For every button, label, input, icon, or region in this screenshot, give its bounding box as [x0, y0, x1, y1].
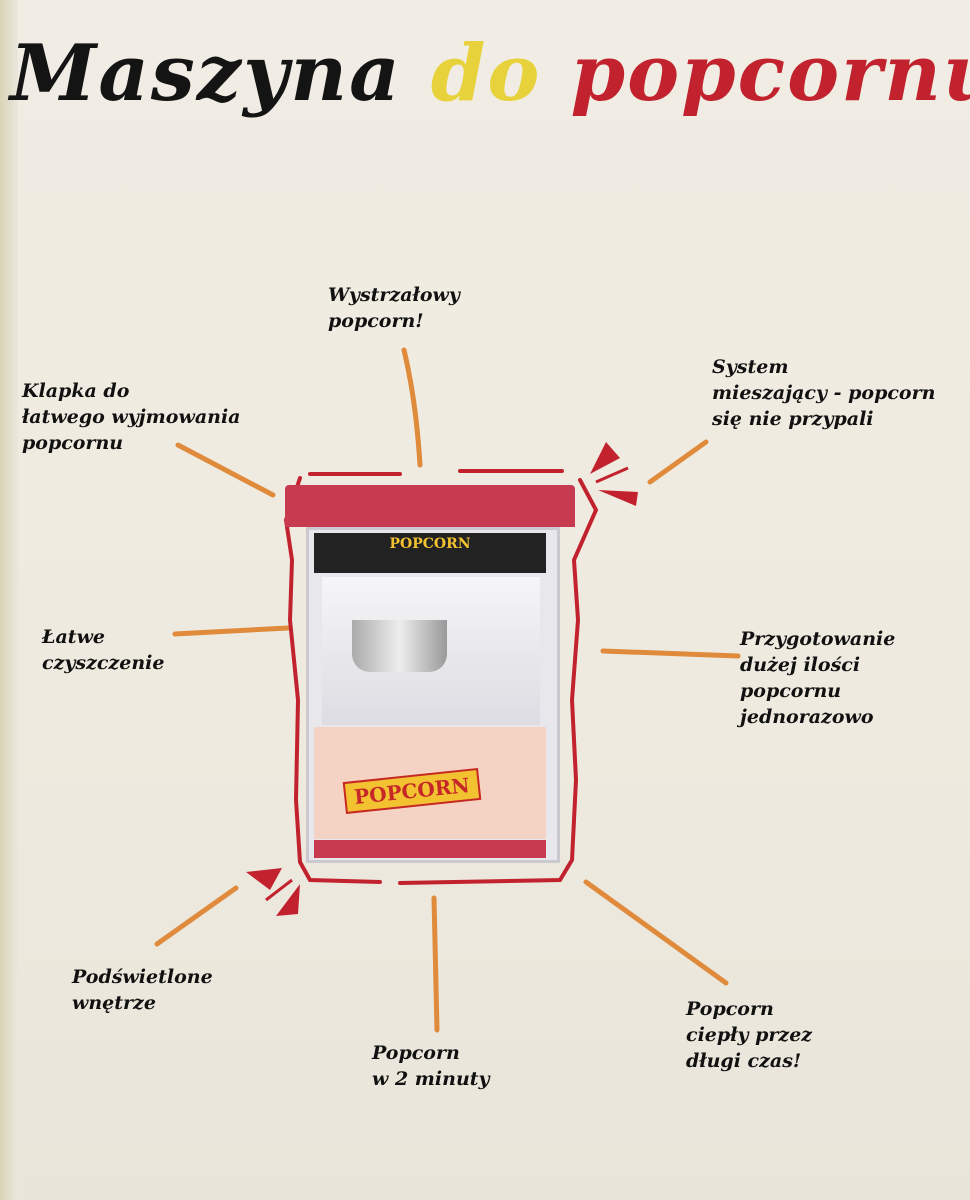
note-przygotowanie: Przygotowanie dużej ilości popcornu jedn… — [740, 628, 896, 728]
poster-edge — [0, 0, 18, 1200]
line-right — [600, 648, 741, 659]
machine-outline — [283, 469, 599, 885]
note-system-mieszajacy: System mieszający - popcorn się nie przy… — [712, 356, 936, 430]
note-wystrzalowy: Wystrzałowy popcorn! — [328, 284, 460, 332]
poster-title: Maszyna do popcornu — [10, 28, 970, 119]
line-bottom — [431, 895, 440, 1033]
machine-front-label: POPCORN — [342, 767, 482, 815]
title-word-popcornu: popcornu — [570, 28, 970, 119]
machine-roof — [285, 485, 575, 527]
line-left — [172, 625, 291, 637]
popcorn-machine-image: POPCORN POPCORN — [285, 485, 585, 875]
note-podswietlone: Podświetlone wnętrze — [72, 966, 213, 1014]
title-word-maszyna: Maszyna — [10, 28, 402, 119]
line-top — [401, 347, 423, 468]
note-2-minuty: Popcorn w 2 minuty — [372, 1042, 490, 1090]
line-top-right — [647, 439, 709, 485]
line-bottom-right — [583, 879, 729, 986]
note-cieply: Popcorn ciepły przez długi czas! — [686, 998, 813, 1072]
machine-bottom-panel: POPCORN — [314, 727, 546, 839]
line-bottom-left — [154, 885, 239, 947]
note-latwe-czyszczenie: Łatwe czyszczenie — [42, 626, 165, 674]
note-klapka: Klapka do łatwego wyjmowania popcornu — [22, 380, 241, 454]
line-top-left — [175, 442, 276, 498]
title-word-do: do — [430, 28, 542, 119]
burst-bottom-left-icon — [246, 868, 300, 916]
machine-base — [314, 840, 546, 858]
machine-kettle — [352, 620, 447, 672]
machine-banner: POPCORN — [314, 533, 546, 573]
burst-top-right-icon — [590, 442, 638, 506]
